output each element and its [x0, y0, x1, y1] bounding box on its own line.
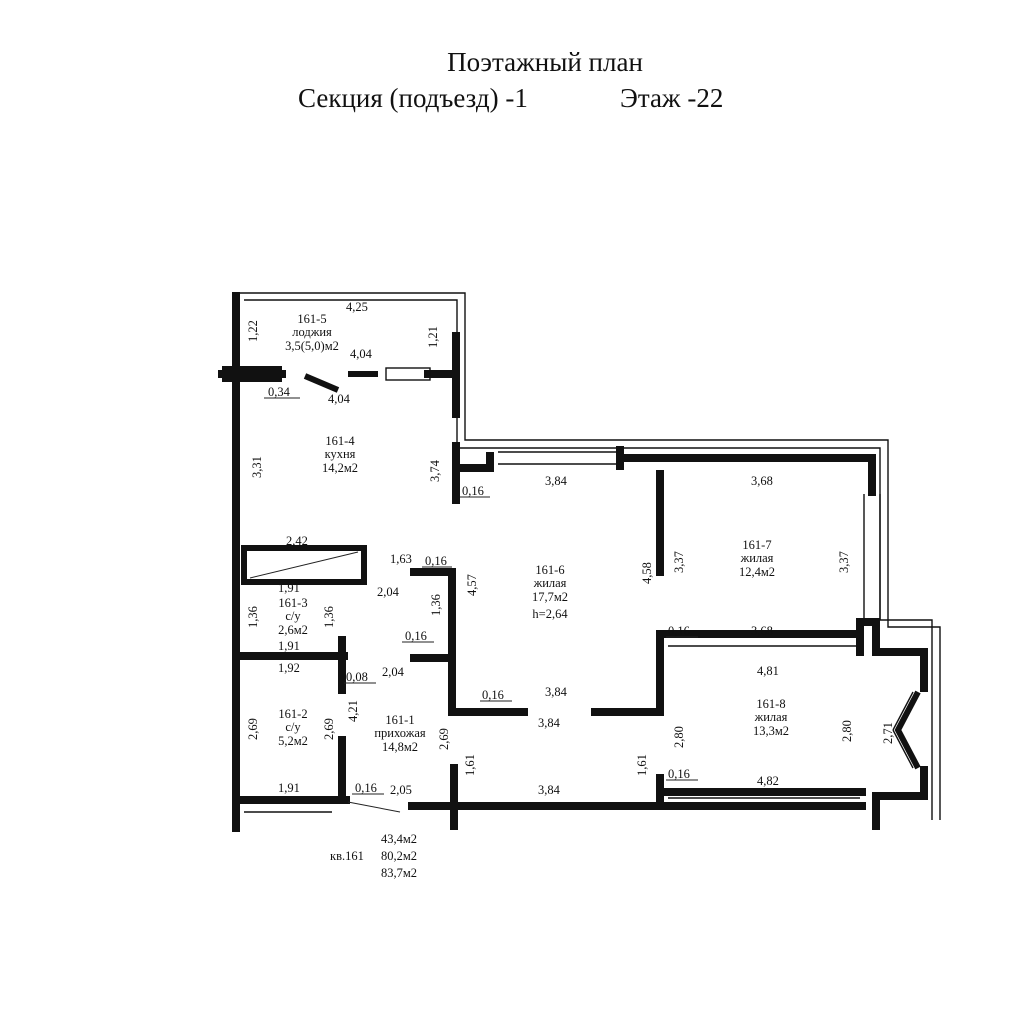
dimension-label: 2,69: [246, 718, 260, 740]
svg-text:с/у: с/у: [285, 609, 301, 623]
svg-text:161-6: 161-6: [535, 563, 564, 577]
room-label-161-8: 161-8 жилая 13,3м2: [753, 697, 789, 738]
svg-text:жилая: жилая: [533, 576, 567, 590]
svg-text:161-8: 161-8: [756, 697, 785, 711]
dimension-label: 1,22: [246, 320, 260, 342]
svg-text:13,3м2: 13,3м2: [753, 724, 789, 738]
room-label-161-1: 161-1 прихожая 14,8м2: [374, 713, 426, 754]
svg-text:17,7м2: 17,7м2: [532, 590, 568, 604]
apartment-summary: 43,4м2 кв.161 80,2м2 83,7м2: [330, 801, 417, 880]
dimension-label: 3,84: [545, 685, 568, 699]
apartment-area-loggia: 83,7м2: [381, 866, 417, 880]
svg-text:161-4: 161-4: [325, 434, 355, 448]
svg-text:с/у: с/у: [285, 720, 301, 734]
dimension-label: 4,57: [465, 574, 479, 596]
dimension-label: 3,37: [672, 551, 686, 573]
dimension-label: 1,91: [278, 781, 300, 795]
dimension-label: 1,92: [278, 661, 300, 675]
dimension-label: 2,69: [437, 728, 451, 750]
room-label-161-7: 161-7 жилая 12,4м2: [739, 538, 775, 579]
dimension-label: 4,82: [757, 774, 779, 788]
dimension-label: 2,71: [881, 722, 895, 744]
svg-text:161-7: 161-7: [742, 538, 771, 552]
dimension-label: 0,16: [482, 688, 504, 702]
dimension-label: 2,80: [840, 720, 854, 742]
room-label-161-5: 161-5 лоджия 3,5(5,0)м2: [285, 312, 339, 353]
walls: [218, 292, 928, 832]
room-label-161-2: 161-2 с/у 5,2м2: [278, 707, 308, 748]
dimension-label: 1,21: [426, 326, 440, 348]
dimension-label: 4,58: [640, 562, 654, 584]
dimension-labels: 4,25 1,22 1,21 4,04 4,04 0,34 3,31 3,74 …: [246, 300, 895, 797]
dimension-label: 2,05: [390, 783, 412, 797]
dimension-label: 1,36: [429, 594, 443, 616]
plan-title: Поэтажный план: [447, 47, 643, 77]
dimension-label: 1,63: [390, 552, 412, 566]
dimension-label: 3,68: [751, 474, 773, 488]
dimension-label: 4,04: [350, 347, 373, 361]
dimension-label: 2,69: [322, 718, 336, 740]
room-label-161-6: 161-6 жилая 17,7м2 h=2,64: [532, 563, 568, 621]
room-label-161-4: 161-4 кухня 14,2м2: [322, 434, 358, 475]
dimension-label: 1,61: [635, 754, 649, 776]
svg-text:лоджия: лоджия: [292, 325, 332, 339]
svg-text:161-1: 161-1: [385, 713, 414, 727]
dimension-label: 3,74: [428, 459, 442, 482]
dimension-label: 4,25: [346, 300, 368, 314]
room-label-161-3: 161-3 с/у 2,6м2: [278, 596, 308, 637]
svg-text:жилая: жилая: [754, 710, 788, 724]
apartment-area-total: 80,2м2: [381, 849, 417, 863]
dimension-label: 1,61: [463, 754, 477, 776]
dimension-label: 2,04: [382, 665, 405, 679]
apartment-number: кв.161: [330, 849, 364, 863]
dimension-label: 3,31: [250, 456, 264, 478]
dimension-label: 4,81: [757, 664, 779, 678]
dimension-label: 1,91: [278, 581, 300, 595]
dimension-label: 4,04: [328, 392, 351, 406]
dimension-label: 4,21: [346, 700, 360, 722]
dimension-label: 2,80: [672, 726, 686, 748]
dimension-label: 0,16: [425, 554, 447, 568]
dimension-label: 1,36: [246, 606, 260, 628]
dimension-label: 1,91: [278, 639, 300, 653]
dimension-label: 1,36: [322, 606, 336, 628]
dimension-label: 3,84: [538, 783, 561, 797]
svg-text:14,8м2: 14,8м2: [382, 740, 418, 754]
dimension-label: 0,16: [462, 484, 484, 498]
svg-text:161-3: 161-3: [278, 596, 307, 610]
dimension-label: 2,42: [286, 534, 308, 548]
section-label: Секция (подъезд) -1: [298, 83, 528, 113]
dimension-label: 0,34: [268, 385, 291, 399]
svg-text:прихожая: прихожая: [374, 726, 426, 740]
floor-label: Этаж -22: [620, 83, 723, 113]
dimension-label: 0,16: [355, 781, 377, 795]
dimension-label: 0,16: [668, 624, 690, 638]
svg-text:3,5(5,0)м2: 3,5(5,0)м2: [285, 339, 339, 353]
svg-text:жилая: жилая: [740, 551, 774, 565]
svg-text:2,6м2: 2,6м2: [278, 623, 308, 637]
svg-text:161-5: 161-5: [297, 312, 326, 326]
exterior-outline: [240, 292, 941, 820]
svg-text:12,4м2: 12,4м2: [739, 565, 775, 579]
dimension-label: 0,16: [668, 767, 690, 781]
windows: [244, 451, 881, 813]
dimension-label: 3,37: [837, 551, 851, 573]
svg-text:h=2,64: h=2,64: [532, 607, 568, 621]
dimension-label: 3,68: [751, 624, 773, 638]
svg-text:14,2м2: 14,2м2: [322, 461, 358, 475]
svg-text:161-2: 161-2: [278, 707, 307, 721]
dimension-label: 2,04: [377, 585, 400, 599]
apartment-area-living: 43,4м2: [381, 832, 417, 846]
svg-text:5,2м2: 5,2м2: [278, 734, 308, 748]
dimension-label: 3,84: [545, 474, 568, 488]
svg-text:кухня: кухня: [325, 447, 356, 461]
dimension-label: 3,84: [538, 716, 561, 730]
dimension-label: 0,16: [405, 629, 427, 643]
dimension-label: 0,08: [346, 670, 368, 684]
